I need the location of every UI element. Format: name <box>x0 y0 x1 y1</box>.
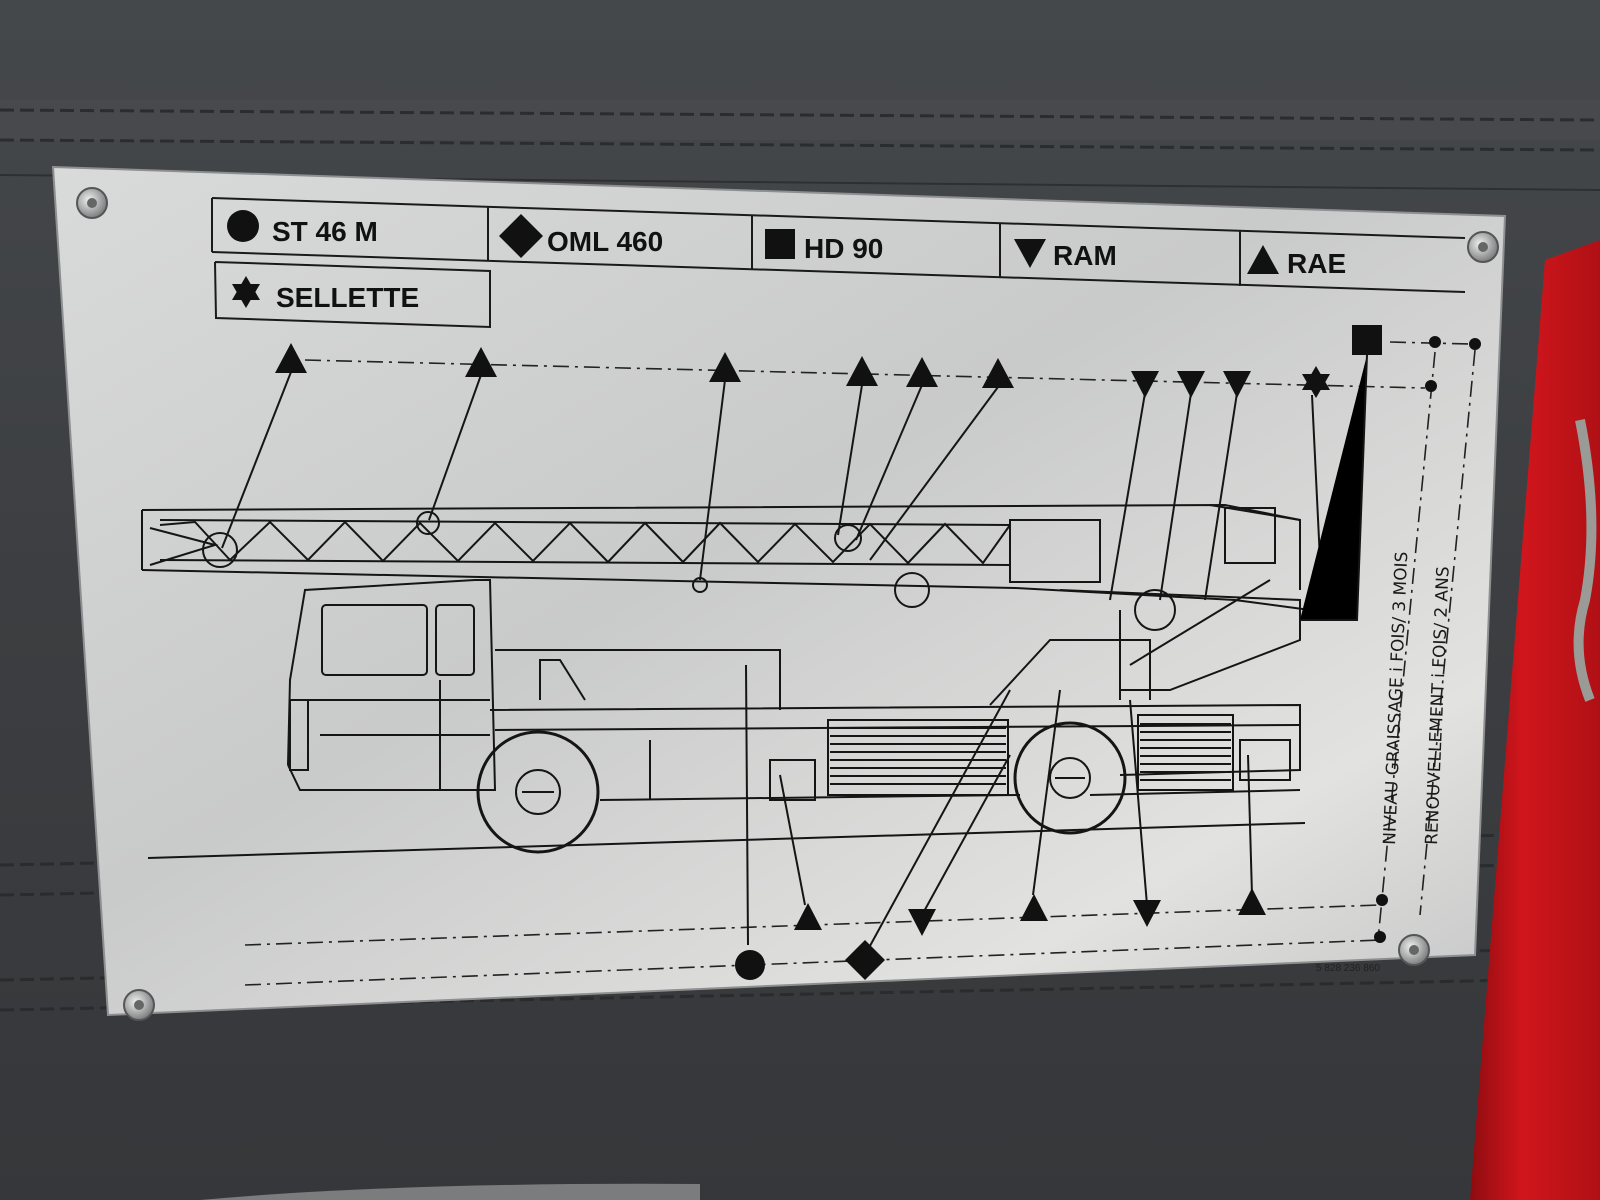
legend <box>211 197 1466 329</box>
legend-diamond-label: OML 460 <box>547 226 663 257</box>
triangle-up-icon <box>846 356 878 386</box>
leader-lines <box>221 354 1368 956</box>
legend-square-label: HD 90 <box>804 233 883 264</box>
legend-triangle-up-label: RAE <box>1287 248 1346 279</box>
legend-circle-label: ST 46 M <box>272 216 378 247</box>
triangle-up-icon <box>275 343 307 373</box>
legend-star-label: SELLETTE <box>276 282 419 313</box>
filled-square-icon <box>1352 325 1382 355</box>
triangle-up-icon <box>794 903 822 930</box>
screw-icon <box>76 187 108 219</box>
filled-circle-icon <box>735 950 765 980</box>
screw-icon <box>1467 231 1499 263</box>
triangle-up-icon <box>906 357 938 387</box>
filled-circle-icon <box>227 210 259 242</box>
filled-diamond-icon <box>499 214 543 258</box>
six-point-star-icon <box>1302 366 1330 398</box>
screw-icon <box>1398 934 1430 966</box>
triangle-down-icon <box>1223 371 1251 398</box>
triangle-up-icon <box>1247 245 1279 274</box>
triangle-up-icon <box>982 358 1014 388</box>
triangle-up-icon <box>709 352 741 382</box>
triangle-down-icon <box>1131 371 1159 398</box>
dot-marker <box>1469 338 1481 350</box>
dot-marker <box>1425 380 1437 392</box>
triangle-down-icon <box>1133 900 1161 927</box>
screw-icon <box>123 989 155 1021</box>
triangle-up-icon <box>465 347 497 377</box>
dot-marker <box>1376 894 1388 906</box>
triangle-down-icon <box>908 909 936 936</box>
filled-diamond-icon <box>845 940 885 980</box>
ladder-truck-drawing <box>141 503 1311 859</box>
dot-marker <box>1429 336 1441 348</box>
filled-square-icon <box>765 229 795 259</box>
legend-triangle-down-label: RAM <box>1053 240 1117 271</box>
part-number: 5 828 236 860 <box>1316 963 1380 974</box>
triangle-down-icon <box>1177 371 1205 398</box>
triangle-up-icon <box>1020 894 1048 921</box>
triangle-up-icon <box>1238 888 1266 915</box>
dot-marker <box>1374 931 1386 943</box>
triangle-down-icon <box>1014 239 1046 268</box>
six-point-star-icon <box>232 276 260 308</box>
